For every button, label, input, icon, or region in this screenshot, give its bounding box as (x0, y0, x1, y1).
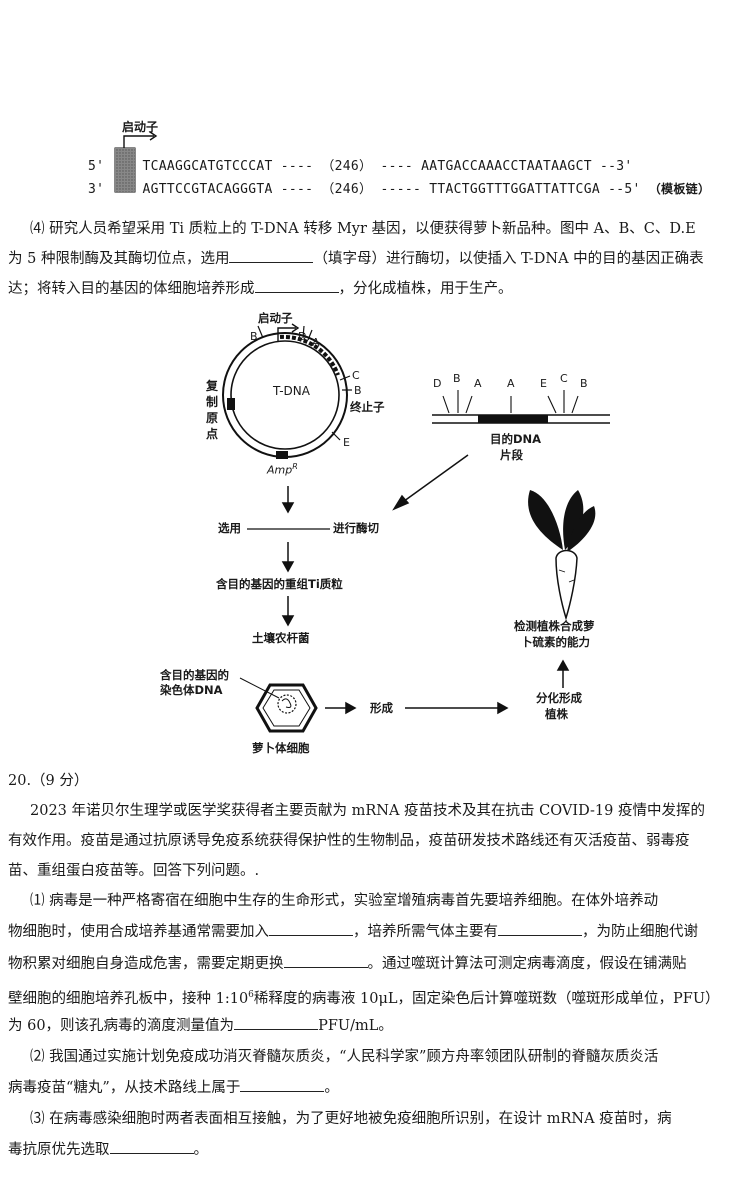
plasmid-inner-ring (230, 340, 340, 450)
detect-label-2: 卜硫素的能力 (521, 635, 590, 649)
q20-1-line2: 物细胞时，使用合成培养基通常需要加入，培养所需气体主要有，为防止细胞代谢 (8, 917, 742, 947)
seq-text: TTACTGGTTTGGATTATTCGA (429, 182, 600, 197)
seq-top-strand: 5' TCAAGGCATGTCCCAT ---- （246） ---- AATG… (88, 155, 632, 174)
seq-count: （246） (321, 182, 373, 197)
fragment-caption-2: 片段 (500, 448, 523, 462)
q20-2-line1: ⑵ 我国通过实施计划免疫成功消灭脊髓灰质炎，“人民科学家”顾方舟率领团队研制的脊… (30, 1049, 659, 1065)
chromosome-label-2: 染色体DNA (160, 683, 223, 697)
frag-label: B (453, 372, 461, 385)
detect-label-1: 检测植株合成萝 (514, 619, 595, 633)
site-label-d: D (298, 330, 307, 343)
amp-mark (276, 451, 288, 459)
form-label: 形成 (370, 701, 393, 715)
q20-intro-1: 2023 年诺贝尔生理学或医学奖获得者主要贡献为 mRNA 疫苗技术及其在抗击 … (30, 803, 705, 819)
q20-1-line3: 物积累对细胞自身造成危害，需要定期更换。通过噬斑计算法可测定病毒滴度，假设在铺满… (8, 949, 742, 979)
radish-cell-label: 萝卜体细胞 (252, 741, 310, 755)
q20-2-line2: 病毒疫苗“糖丸”，从技术路线上属于。 (8, 1073, 742, 1103)
seq-dash: ---- (280, 159, 314, 174)
q20-3-line1: ⑶ 在病毒感染细胞时两者表面相互接触，为了更好地被免疫细胞所识别，在设计 mRN… (30, 1111, 672, 1127)
q20-1-line4: 壁细胞的细胞培养孔板中，接种 1:106稀释度的病毒液 10μL，固定染色后计算… (8, 990, 720, 1007)
amp-label: AmpR (267, 462, 298, 477)
frag-label: B (580, 377, 588, 390)
target-gene-region (478, 415, 548, 423)
template-strand-note: （模板链） (648, 182, 711, 196)
radish-plant-graphic (528, 490, 596, 621)
answer-blank[interactable] (240, 1077, 325, 1092)
frag-label: A (474, 377, 482, 390)
site-label-a: A (312, 336, 320, 349)
prime-label: --5' (608, 182, 641, 197)
seq-text: AGTTCCGTACAGGGTA (142, 182, 273, 197)
q19-line1: ⑷ 研究人员希望采用 Ti 质粒上的 T-DNA 转移 Myr 基因，以便获得萝… (30, 221, 696, 237)
differentiate-label-1: 分化形成 (536, 691, 582, 705)
prime-label: --3' (599, 159, 633, 174)
answer-blank[interactable] (254, 278, 339, 293)
frag-label: C (560, 372, 568, 385)
q19-line3: 达；将转入目的基因的体细胞培养形成，分化成植株，用于生产。 (8, 274, 742, 304)
differentiate-label-2: 植株 (545, 707, 568, 721)
q19-line2: 为 5 种限制酶及其酶切位点，选用（填字母）进行酶切，以使插入 T-DNA 中的… (8, 244, 742, 274)
diagram-promoter-label: 启动子 (258, 311, 293, 325)
answer-blank[interactable] (109, 1139, 194, 1154)
seq-text: TCAAGGCATGTCCCAT (142, 159, 273, 174)
seq-dash: ---- (380, 159, 414, 174)
promoter-label-top: 启动子 (122, 120, 159, 134)
site-label-b: B (250, 330, 258, 343)
frag-label: D (433, 377, 442, 390)
frag-label: E (540, 377, 547, 390)
q20-intro-2: 有效作用。疫苗是通过抗原诱导免疫系统获得保护性的生物制品，疫苗研发技术路线还有灭… (8, 833, 690, 849)
answer-blank[interactable] (269, 921, 353, 936)
q20-3-line2: 毒抗原优先选取。 (8, 1135, 742, 1165)
select-label: 选用 (218, 521, 241, 535)
seq-bottom-strand: 3' AGTTCCGTACAGGGTA ---- （246） ----- TTA… (88, 178, 710, 197)
site-label-e: E (343, 436, 350, 449)
answer-blank[interactable] (498, 921, 582, 936)
site-label-b2: B (354, 384, 362, 397)
site-label-c: C (352, 369, 360, 382)
tdna-label: T-DNA (273, 384, 310, 398)
digest-label: 进行酶切 (333, 521, 379, 535)
cell-nucleus (277, 694, 297, 714)
q20-intro-3: 苗、重组蛋白疫苗等。回答下列问题。. (8, 863, 260, 879)
terminator-label: 终止子 (350, 400, 385, 414)
q20-1-line1: ⑴ 病毒是一种严格寄宿在细胞中生存的生命形式，实验室增殖病毒首先要培养细胞。在体… (30, 893, 659, 909)
chromosome-label-1: 含目的基因的 (160, 668, 229, 682)
fragment-caption-1: 目的DNA (490, 432, 542, 446)
q20-heading: 20.（9 分） (8, 773, 89, 789)
seq-dash: ---- (280, 182, 314, 197)
recombinant-plasmid-label: 含目的基因的重组Ti质粒 (216, 577, 343, 591)
answer-blank[interactable] (283, 953, 368, 968)
frag-label: A (507, 377, 515, 390)
ori-mark (227, 398, 235, 410)
seq-text: AATGACCAAACCTAATAAGCT (421, 159, 592, 174)
prime-label: 3' (88, 182, 105, 197)
agrobacterium-label: 土壤农杆菌 (252, 631, 310, 645)
answer-blank[interactable] (234, 1015, 319, 1030)
radish-cell (255, 683, 318, 733)
answer-blank[interactable] (229, 248, 314, 263)
diagram-graphics (222, 323, 610, 733)
tdna-region (279, 334, 340, 376)
seq-count: （246） (321, 159, 373, 174)
prime-label: 5' (88, 159, 105, 174)
promoter-box-graphic (114, 131, 158, 193)
seq-dash: ----- (380, 182, 422, 197)
ori-label: 复 制 原 点 (206, 379, 219, 441)
